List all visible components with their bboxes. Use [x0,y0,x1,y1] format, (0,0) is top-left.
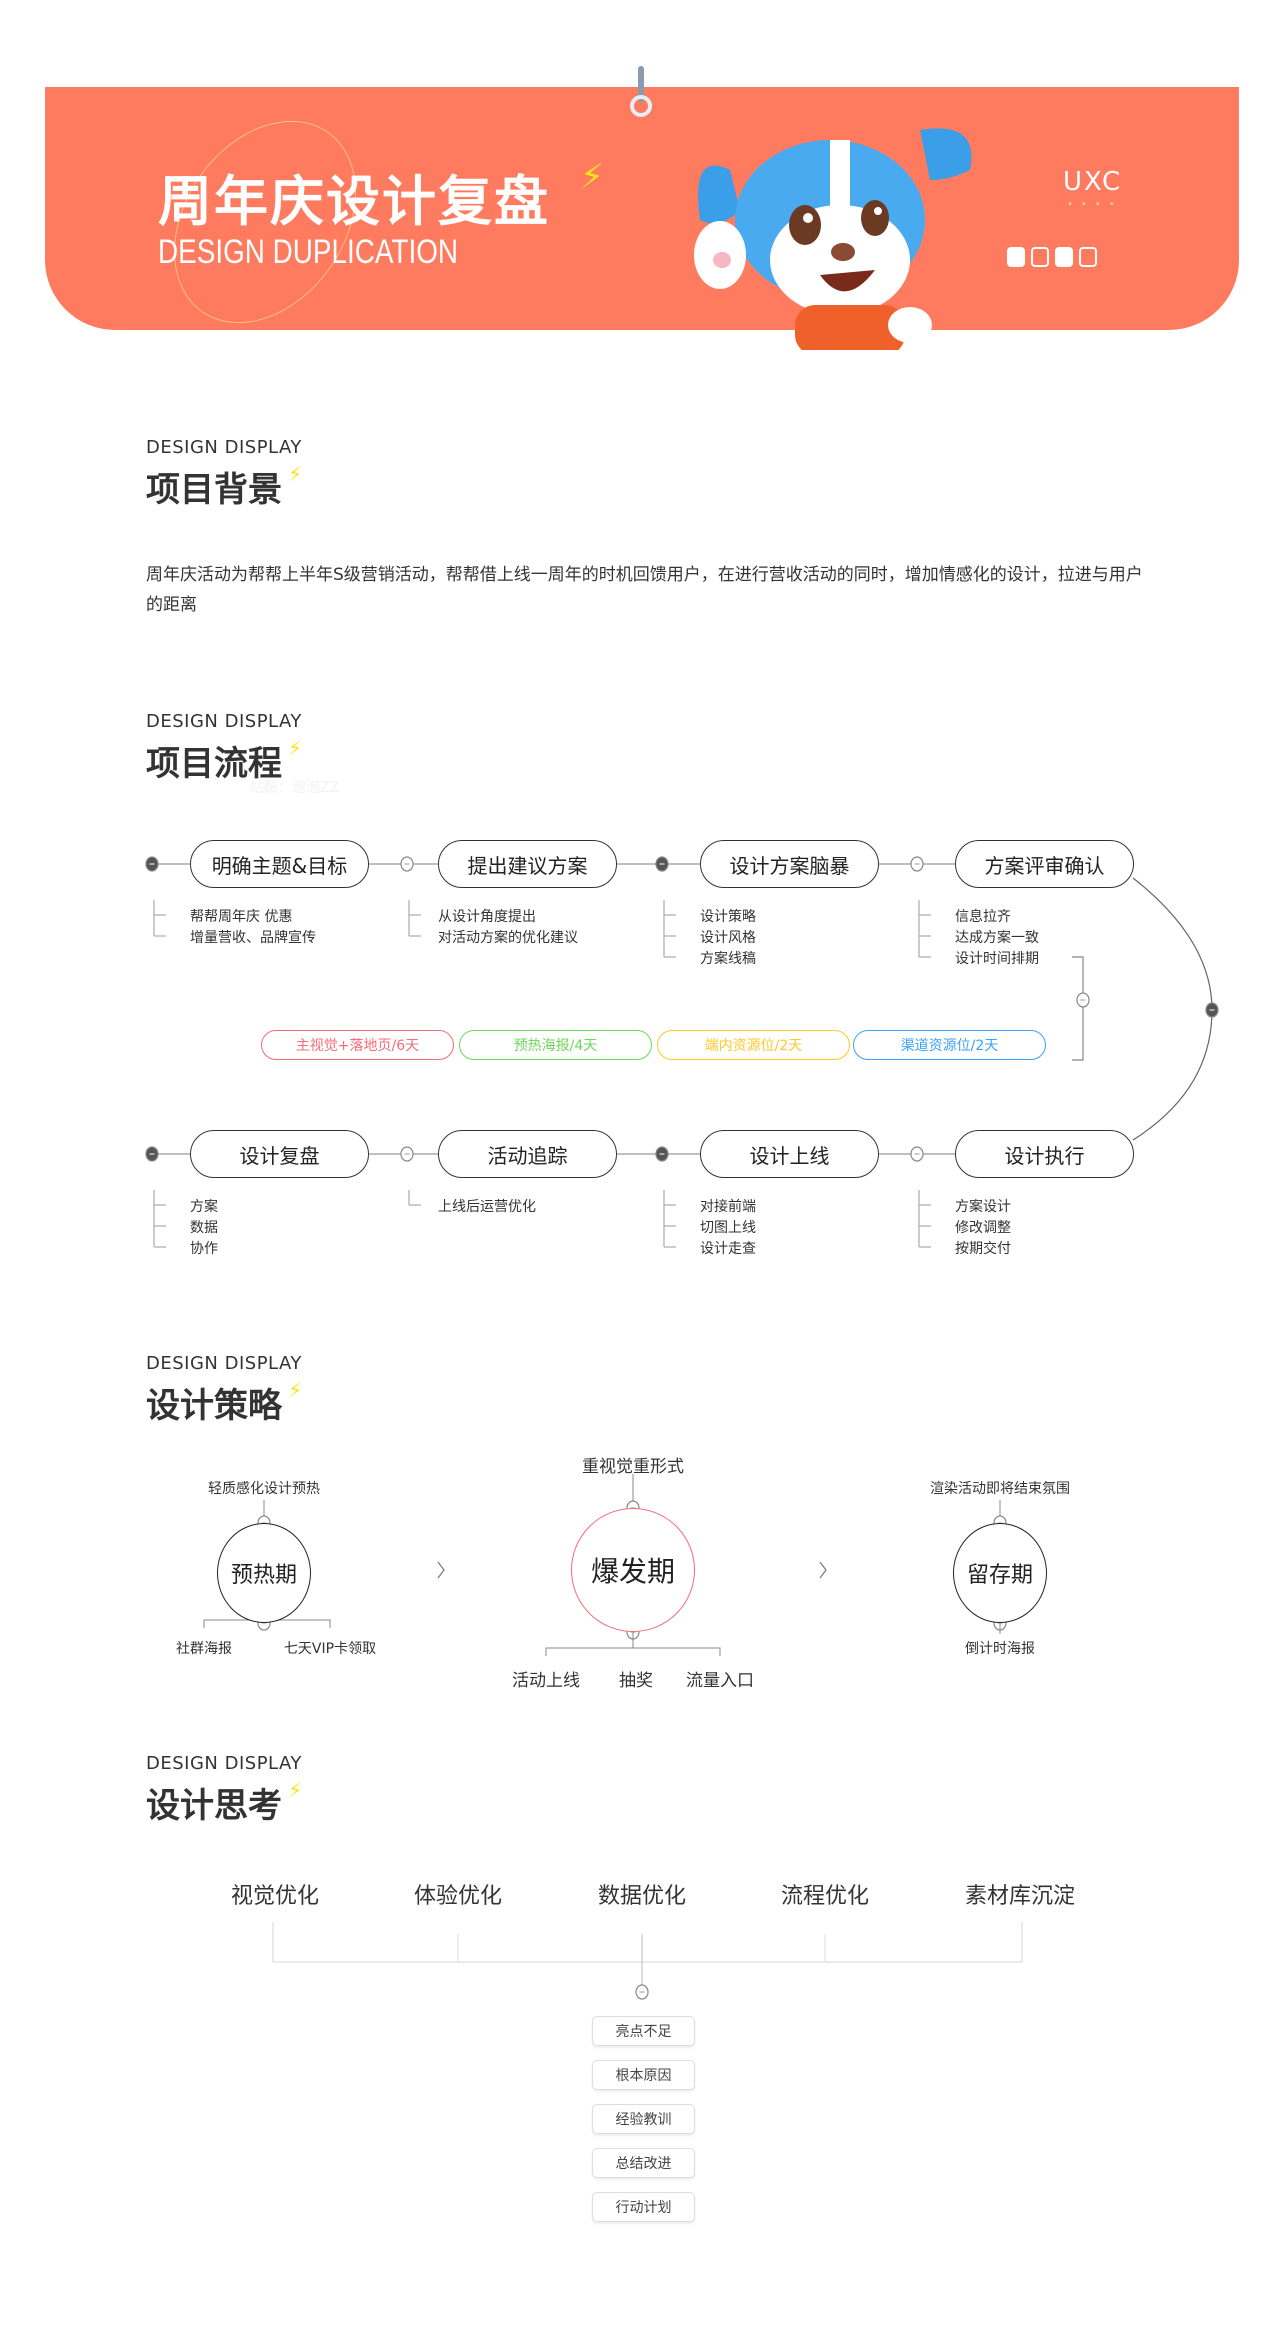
flow-node[interactable]: 方案评审确认 [955,840,1134,888]
section-eyebrow: DESIGN DISPLAY [146,437,302,458]
thinking-category[interactable]: 流程优化 [780,1884,870,1909]
flow-subitem: 设计风格 [700,930,756,946]
section-title-text: 项目流程 [146,744,282,784]
lightning-icon: ⚡ [580,157,604,197]
lightning-icon: ⚡ [288,462,303,486]
stage-circle: 爆发期 [571,1508,695,1632]
section-title-thinking: 设计思考⚡ [146,1778,302,1827]
uxc-logo: UXC [1063,167,1123,197]
reflection-item[interactable]: 根本原因 [592,2060,695,2090]
chevron-right-icon [437,1561,445,1579]
thinking-category[interactable]: 体验优化 [413,1884,503,1909]
flow-subitem: 设计时间排期 [955,951,1039,967]
flow-subitem: 对接前端 [700,1199,756,1215]
stage-bottom-label: 社群海报 [176,1641,232,1657]
flow-subitem: 切图上线 [700,1220,756,1236]
background-paragraph: 周年庆活动为帮帮上半年S级营销活动，帮帮借上线一周年的时机回馈用户，在进行营收活… [146,565,1143,615]
duration-chip: 渠道资源位/2天 [853,1030,1046,1060]
square-filled-icon [1055,247,1073,267]
thinking-category[interactable]: 视觉优化 [230,1884,320,1909]
reflection-item[interactable]: 总结改进 [592,2148,695,2178]
flow-node[interactable]: 设计上线 [700,1130,879,1178]
mascot-dog-illustration [694,128,972,350]
section-title-process: 项目流程⚡ [146,736,302,785]
stage-bottom-label: 抽奖 [619,1671,653,1691]
lightning-icon: ⚡ [288,736,303,760]
shirt-filled-icon [1007,247,1025,267]
reflection-item[interactable]: 亮点不足 [592,2016,695,2046]
flow-subitem: 设计策略 [700,909,756,925]
stage-top-label: 重视觉重形式 [582,1457,684,1477]
flow-node[interactable]: 提出建议方案 [438,840,617,888]
flow-subitem: 方案设计 [955,1199,1011,1215]
reflection-item[interactable]: 经验教训 [592,2104,695,2134]
banner-title: 周年庆设计复盘 [158,170,550,233]
flow-subitem: 帮帮周年庆 优惠 [190,909,293,925]
stage-top-label: 轻质感化设计预热 [208,1481,320,1497]
flow-node[interactable]: 活动追踪 [438,1130,617,1178]
decorative-icons [1007,247,1097,267]
stage-circle: 预热期 [217,1523,311,1623]
flow-node[interactable]: 设计执行 [955,1130,1134,1178]
flow-subitem: 增量营收、品牌宣传 [190,930,316,946]
category-bracket [272,1922,1023,1963]
section-title-strategy: 设计策略⚡ [146,1378,302,1427]
flow-subitem: 从设计角度提出 [438,909,536,925]
thinking-category[interactable]: 素材库沉淀 [964,1884,1076,1909]
flow-subitem: 方案线稿 [700,951,756,967]
flow-subitem: 上线后运营优化 [438,1199,536,1215]
flow-subitem: 修改调整 [955,1220,1011,1236]
duration-chip: 端内资源位/2天 [657,1030,850,1060]
duration-chip: 主视觉+落地页/6天 [261,1030,454,1060]
stage-circle: 留存期 [953,1523,1047,1623]
stage-bottom-label: 活动上线 [512,1671,580,1691]
logo-dots: •••• [1067,199,1123,210]
lightning-icon: ⚡ [288,1378,303,1402]
thinking-category[interactable]: 数据优化 [597,1884,687,1909]
flow-subitem: 按期交付 [955,1241,1011,1257]
branch-line [545,1647,721,1656]
hero-banner: 周年庆设计复盘 ⚡ DESIGN DUPLICATION UXC •••• [45,86,1239,358]
stage-bottom-label: 流量入口 [686,1671,754,1691]
square-outline-icon [1079,247,1097,267]
section-eyebrow: DESIGN DISPLAY [146,1753,302,1774]
stage-bottom-label: 七天VIP卡领取 [283,1641,377,1657]
chip-bracket [1072,956,1084,1061]
watermark: 站酷：泡泡ZZ [250,780,340,796]
flow-subitem: 协作 [190,1241,218,1257]
duration-chip: 预热海报/4天 [459,1030,652,1060]
section-title-text: 设计策略 [146,1386,282,1426]
section-eyebrow: DESIGN DISPLAY [146,1353,302,1374]
flow-subitem: 设计走查 [700,1241,756,1257]
pin-icon [630,66,652,117]
flow-subitem: 对活动方案的优化建议 [438,930,578,946]
banner-subtitle: DESIGN DUPLICATION [158,233,459,271]
flow-arc [1132,877,1213,1141]
flow-node[interactable]: 设计复盘 [190,1130,369,1178]
flow-subitem: 信息拉齐 [955,909,1011,925]
section-eyebrow: DESIGN DISPLAY [146,711,302,732]
shirt-outline-icon [1031,247,1049,267]
chevron-right-icon [819,1561,827,1579]
section-title-text: 设计思考 [146,1786,282,1826]
flow-node[interactable]: 明确主题&目标 [190,840,369,888]
flow-subitem: 达成方案一致 [955,930,1039,946]
flow-subitem: 方案 [190,1199,218,1215]
section-title-text: 项目背景 [146,470,282,510]
section-title-background: 项目背景⚡ [146,462,302,511]
stage-top-label: 渲染活动即将结束氛围 [930,1481,1070,1497]
reflection-item[interactable]: 行动计划 [592,2192,695,2222]
lightning-icon: ⚡ [288,1778,303,1802]
flow-node[interactable]: 设计方案脑暴 [700,840,879,888]
stage-bottom-label: 倒计时海报 [965,1641,1035,1657]
flow-subitem: 数据 [190,1220,218,1236]
